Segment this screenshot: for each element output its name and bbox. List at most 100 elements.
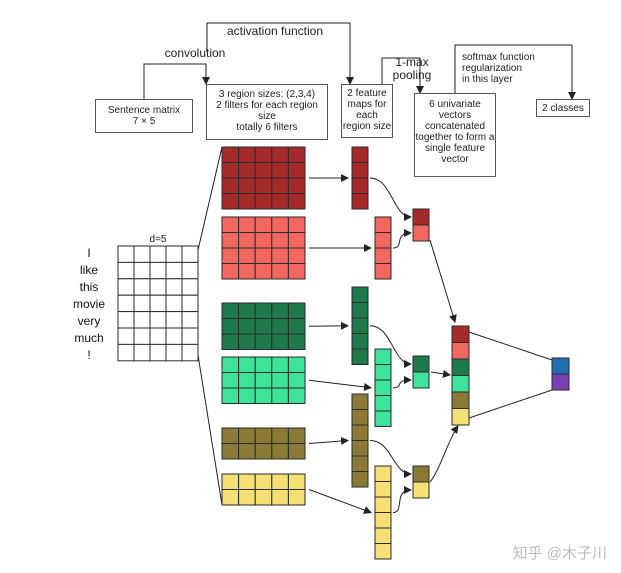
- cell: [238, 263, 256, 280]
- cell: [238, 247, 256, 264]
- cell: [287, 193, 306, 210]
- pool-curve: [392, 376, 412, 389]
- cell: [221, 333, 240, 350]
- cell: [181, 294, 199, 313]
- cell: [133, 294, 151, 313]
- cell: [287, 302, 306, 319]
- sentence-word: much: [74, 331, 104, 345]
- cell: [149, 294, 167, 313]
- cell: [254, 193, 273, 210]
- cell: [254, 427, 273, 444]
- cell: [165, 311, 183, 329]
- region-sizes-text: 3 region sizes: (2,3,4) 2 filters for ea…: [216, 89, 318, 133]
- filter-block: [221, 356, 306, 404]
- pool-curve: [369, 325, 412, 368]
- blocks: [117, 146, 570, 560]
- cell: [271, 333, 289, 350]
- filter-block: [221, 302, 306, 350]
- cell: [271, 387, 289, 404]
- cell: [238, 177, 256, 194]
- cell: [287, 387, 306, 404]
- cell: [221, 263, 240, 280]
- activation-arrow: [206, 22, 354, 85]
- cell: [271, 216, 289, 233]
- cell: [165, 261, 183, 280]
- cell: [165, 327, 183, 345]
- cell: [254, 387, 273, 404]
- cell: [374, 465, 392, 482]
- cell: [221, 387, 240, 404]
- cell: [221, 216, 240, 233]
- cell: [238, 333, 256, 350]
- cell: [133, 311, 151, 329]
- cell: [117, 311, 135, 329]
- pooled-pair: [412, 208, 430, 242]
- cell: [117, 278, 135, 296]
- sentence-word: very: [77, 314, 101, 328]
- cell: [374, 364, 392, 381]
- cell: [374, 512, 392, 529]
- pooling-label: 1-max pooling: [392, 55, 432, 82]
- cell: [271, 263, 289, 280]
- cell: [271, 177, 289, 194]
- cell: [221, 356, 240, 373]
- cell: [238, 473, 256, 490]
- pooling-arrow: [381, 57, 424, 94]
- cell: [551, 373, 570, 391]
- filter-block: [221, 427, 306, 460]
- pool-curve: [369, 177, 412, 221]
- feature-maps-text: 2 feature maps for each region size: [342, 88, 392, 132]
- sentence-word: I: [87, 246, 91, 260]
- cell: [451, 358, 470, 376]
- cell: [287, 146, 306, 163]
- cell: [254, 333, 273, 350]
- cell: [149, 327, 167, 345]
- cell: [149, 311, 167, 329]
- cell: [351, 302, 369, 319]
- cell: [221, 193, 240, 210]
- cell: [412, 224, 430, 242]
- cell: [271, 146, 289, 163]
- feature-map: [351, 286, 369, 365]
- cell: [374, 348, 392, 365]
- cell: [221, 162, 240, 179]
- cell: [374, 543, 392, 560]
- cell: [271, 193, 289, 210]
- cell: [287, 232, 306, 249]
- cell: [287, 162, 306, 179]
- cell: [287, 177, 306, 194]
- cell: [271, 443, 289, 460]
- conv-arrow: [308, 489, 372, 514]
- feature-map: [374, 216, 392, 280]
- classes-box: 2 classes: [536, 99, 590, 117]
- conv-arrow: [308, 379, 372, 391]
- pool-curve: [392, 229, 412, 249]
- cell: [181, 278, 199, 296]
- cell: [254, 263, 273, 280]
- sentence-matrix: [117, 245, 199, 362]
- cell: [451, 408, 470, 426]
- cell: [287, 247, 306, 264]
- cell: [221, 427, 240, 444]
- sentence-word: this: [79, 280, 99, 294]
- cell: [181, 245, 199, 263]
- cell: [238, 372, 256, 389]
- cell: [254, 216, 273, 233]
- cell: [451, 391, 470, 409]
- cell: [165, 245, 183, 263]
- cell: [374, 481, 392, 498]
- cell: [451, 342, 470, 360]
- cell: [221, 146, 240, 163]
- cell: [287, 318, 306, 335]
- concat-arrow: [429, 239, 457, 323]
- cell: [374, 216, 392, 233]
- cell: [221, 489, 240, 506]
- concatenated-vector: [451, 325, 470, 426]
- cell: [254, 372, 273, 389]
- pooled-pair: [412, 465, 430, 499]
- cell: [254, 356, 273, 373]
- cell: [412, 355, 430, 373]
- cell: [165, 343, 183, 362]
- cell: [133, 245, 151, 263]
